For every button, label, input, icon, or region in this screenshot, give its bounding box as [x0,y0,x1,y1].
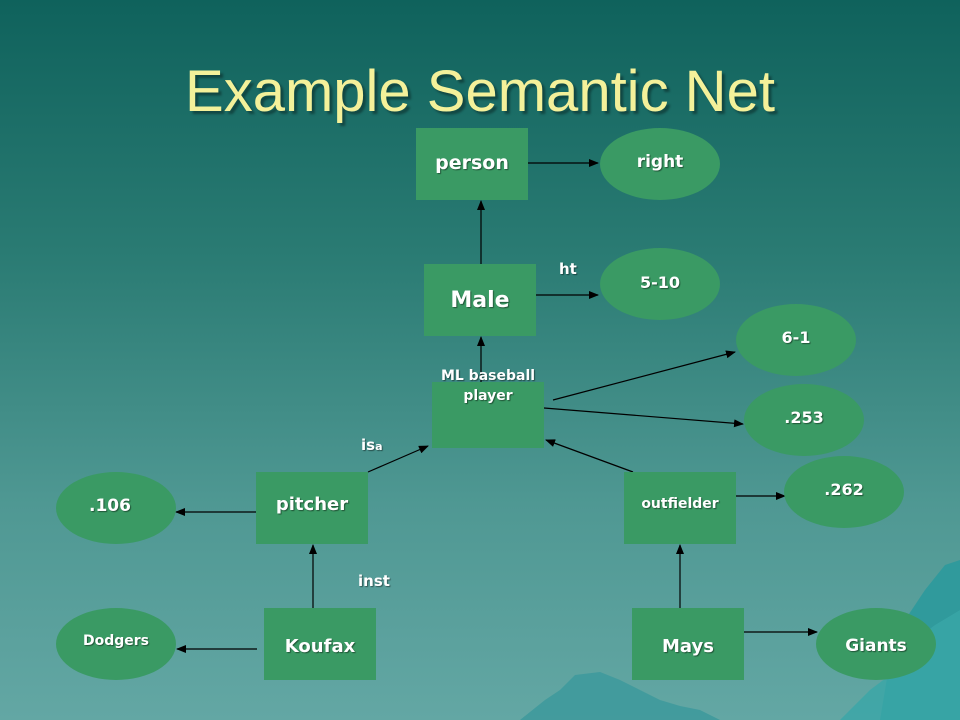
node-106-label: .106 [89,496,131,516]
edge-label-ht: ht [559,260,577,278]
node-person: person [416,128,528,200]
node-253-label: .253 [784,407,824,427]
node-mays: Mays [632,608,744,680]
node-262-label: .262 [824,479,864,499]
node-male: Male [424,264,536,336]
node-6-1-label: 6-1 [781,327,811,347]
node-262: .262 [784,456,904,528]
node-right-label: right [636,152,684,172]
node-male-label: Male [450,287,510,313]
edge-label-isa-sub: a [375,440,383,453]
node-right: right [600,128,720,200]
node-106: .106 [56,472,176,544]
node-ml-baseball-player-label: ML baseball player [440,368,536,404]
node-dodgers: Dodgers [56,608,176,680]
node-person-label: person [435,152,509,174]
edge-label-inst: inst [358,572,390,590]
node-outfielder: outfielder [624,472,736,544]
node-pitcher-label: pitcher [275,493,349,515]
node-giants-label: Giants [845,636,907,656]
node-dodgers-label: Dodgers [82,633,149,649]
node-6-1: 6-1 [736,304,856,376]
node-ml-baseball-player [432,382,544,448]
node-pitcher: pitcher [256,472,368,544]
node-outfielder-label: outfielder [641,496,719,512]
node-koufax: Koufax [264,608,376,680]
edge-label-isa-main: is [361,436,376,454]
node-253: .253 [744,384,864,456]
edge-label-isa: isa [361,436,383,454]
node-giants: Giants [816,608,936,680]
edge-outfielder-player [545,439,634,473]
edge-player-253 [543,407,744,428]
slide-title: Example Semantic Net [185,59,775,124]
edge-player-6-1 [552,350,736,401]
edge-pitcher-player [367,445,429,473]
node-5-10: 5-10 [600,248,720,320]
node-koufax-label: Koufax [284,635,356,657]
node-mays-label: Mays [662,635,714,657]
node-5-10-label: 5-10 [639,272,681,292]
